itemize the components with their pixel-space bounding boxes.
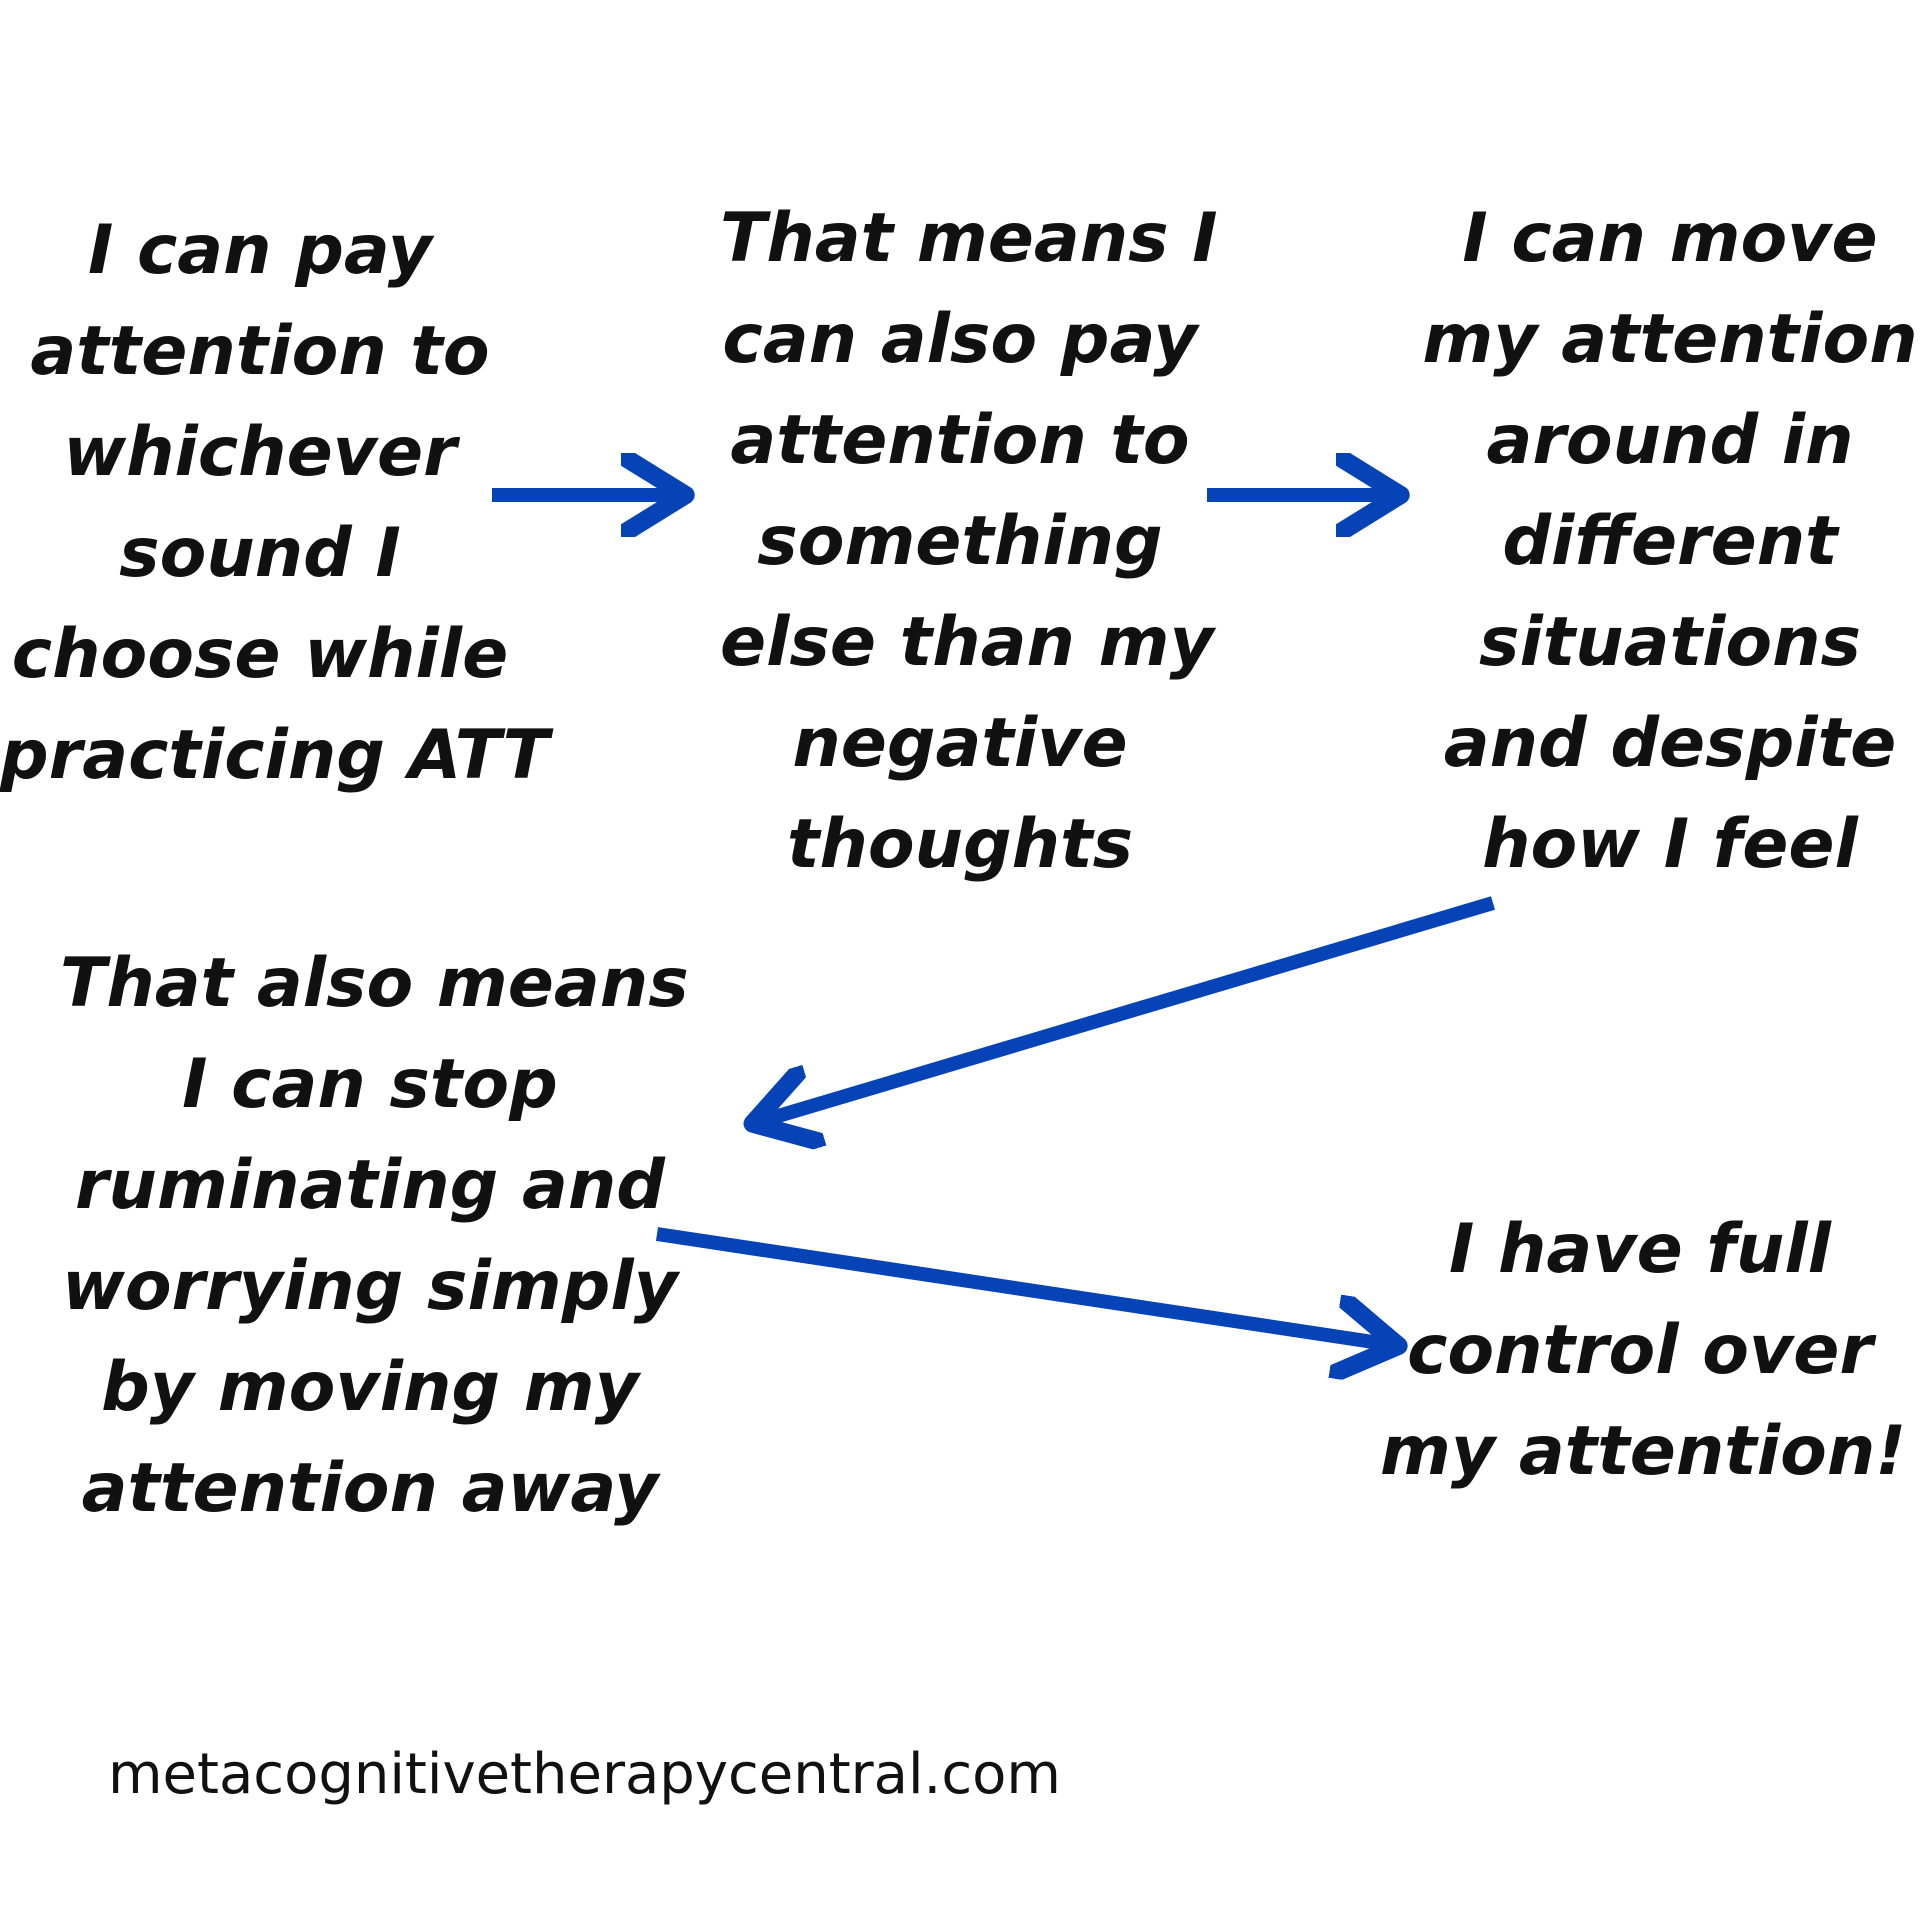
arrow-step3-to-step4 — [758, 896, 1495, 1122]
step-2-line: That means I — [720, 199, 1218, 278]
step-3-line: around in — [1486, 401, 1854, 480]
step-5-line: my attention! — [1380, 1412, 1907, 1491]
step-4-line: worrying simply — [62, 1247, 678, 1326]
step-3-text: I can move my attention around in differ… — [1420, 188, 1920, 895]
step-2-line: negative — [792, 704, 1128, 783]
step-4-line: ruminating and — [75, 1146, 665, 1225]
step-1-line: attention to — [30, 312, 490, 391]
step-4-line: I can stop — [182, 1045, 558, 1124]
step-4-line: by moving my — [101, 1348, 639, 1427]
step-3-line: and despite — [1443, 704, 1897, 783]
arrow-step4-to-step5 — [655, 1227, 1393, 1345]
step-3-line: I can move — [1462, 199, 1878, 278]
step-3-line: how I feel — [1482, 805, 1858, 884]
step-2-line: can also pay — [722, 300, 1198, 379]
step-5-line: I have full — [1448, 1210, 1831, 1289]
step-5-text: I have full control over my attention! — [1380, 1199, 1907, 1502]
step-3-line: my attention — [1422, 300, 1918, 379]
step-4-text: That also means I can stop ruminating an… — [60, 933, 689, 1539]
step-1-line: I can pay — [87, 211, 433, 290]
step-2-text: That means I can also pay attention to s… — [720, 188, 1218, 895]
step-1-line: choose while — [11, 615, 509, 694]
step-1-line: practicing ATT — [0, 716, 550, 795]
step-5-line: control over — [1407, 1311, 1873, 1390]
step-3-line: situations — [1478, 603, 1861, 682]
step-3-line: different — [1502, 502, 1838, 581]
step-2-line: else than my — [720, 603, 1214, 682]
step-2-line: attention to — [730, 401, 1190, 480]
website-footer: metacognitivetherapycentral.com — [108, 1742, 1061, 1807]
step-2-line: thoughts — [786, 805, 1134, 884]
step-4-line: attention away — [81, 1449, 659, 1528]
step-1-line: whichever — [63, 413, 457, 492]
step-1-text: I can pay attention to whichever sound I… — [0, 200, 550, 806]
step-4-line: That also means — [60, 944, 689, 1023]
step-1-line: sound I — [119, 514, 401, 593]
step-2-line: something — [757, 502, 1163, 581]
